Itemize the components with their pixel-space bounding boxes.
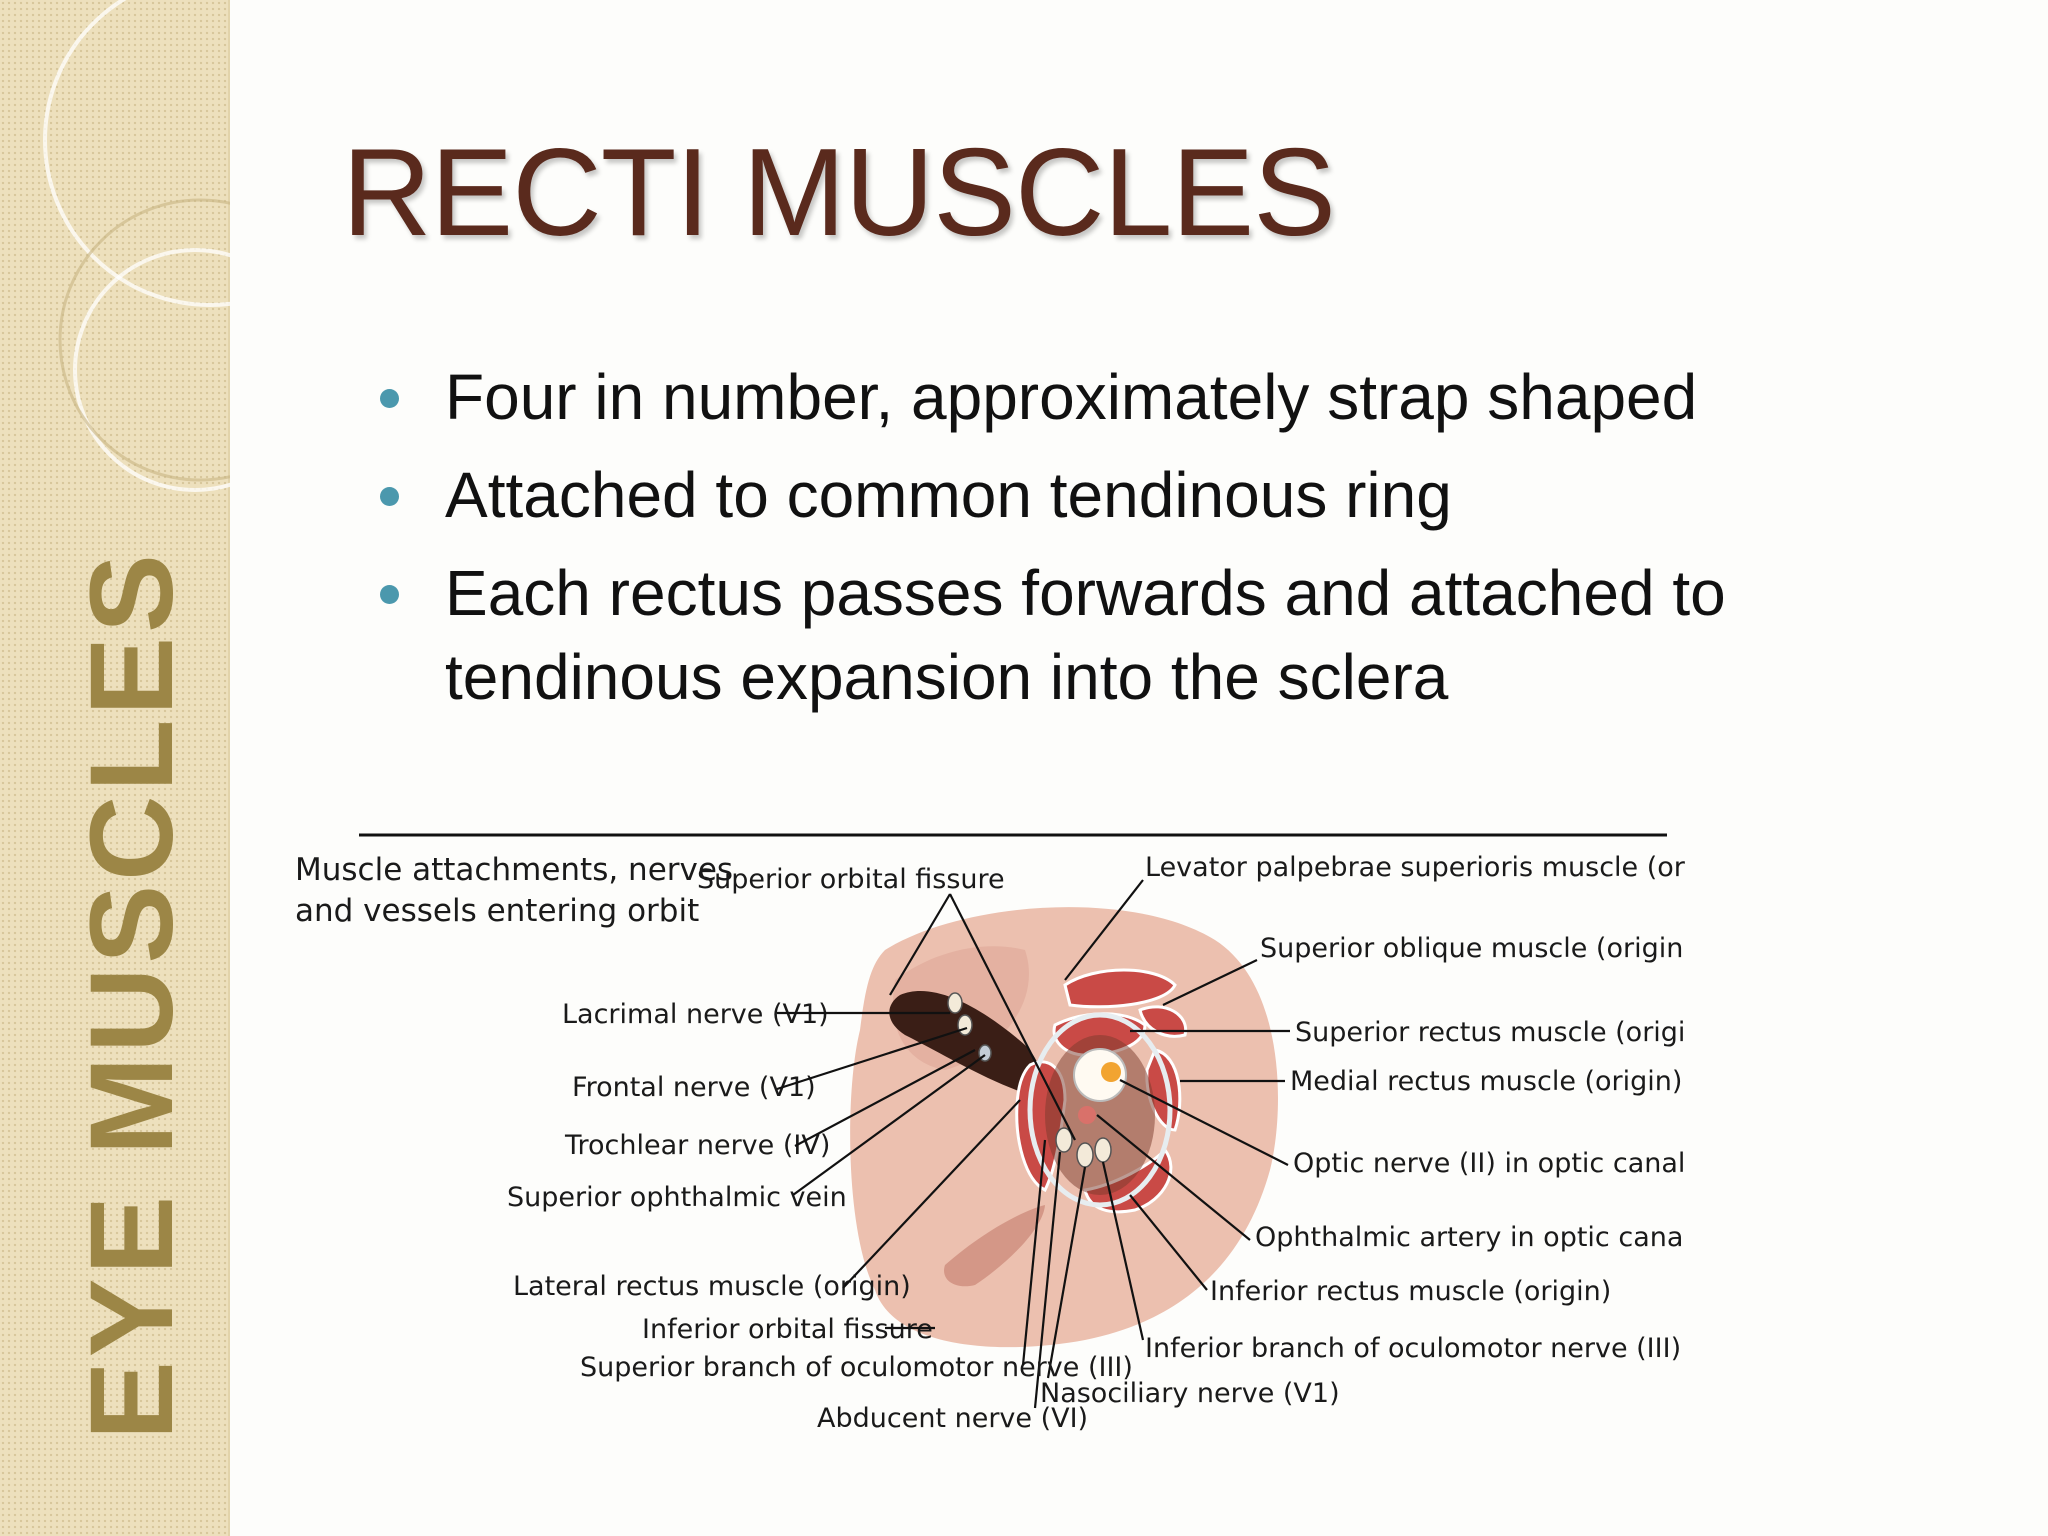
bullet-text: Four in number, approximately strap shap… bbox=[445, 361, 1698, 433]
label-abducent: Abducent nerve (VI) bbox=[817, 1403, 1088, 1434]
label-medial-rectus: Medial rectus muscle (origin) bbox=[1290, 1066, 1682, 1097]
bullet-dot-icon bbox=[380, 585, 399, 604]
bullet-text: Attached to common tendinous ring bbox=[445, 459, 1452, 531]
circle-ornament bbox=[43, 0, 230, 492]
label-inferior-rectus: Inferior rectus muscle (origin) bbox=[1210, 1276, 1611, 1307]
bullet-item: Attached to common tendinous ring bbox=[380, 453, 1880, 537]
label-inferior-branch-oculomotor: Inferior branch of oculomotor nerve (III… bbox=[1145, 1333, 1681, 1364]
label-lacrimal: Lacrimal nerve (V1) bbox=[562, 999, 829, 1030]
label-inferior-orbital-fissure: Inferior orbital fissure bbox=[642, 1314, 933, 1345]
bullet-text: Each rectus passes forwards and attached… bbox=[445, 557, 1726, 713]
slide-title: RECTI MUSCLES bbox=[342, 124, 1336, 262]
label-trochlear: Trochlear nerve (IV) bbox=[564, 1130, 830, 1161]
label-superior-branch-oculomotor: Superior branch of oculomotor nerve (III… bbox=[580, 1352, 1133, 1383]
label-superior-oblique: Superior oblique muscle (origin) bbox=[1260, 933, 1685, 964]
label-superior-rectus: Superior rectus muscle (origin) bbox=[1295, 1017, 1685, 1048]
bullet-item: Four in number, approximately strap shap… bbox=[380, 355, 1880, 439]
label-nasociliary: Nasociliary nerve (V1) bbox=[1040, 1378, 1340, 1409]
orbit-illustration bbox=[850, 907, 1278, 1348]
bullet-list: Four in number, approximately strap shap… bbox=[380, 355, 1880, 733]
side-title: EYE MUSCLES bbox=[66, 550, 198, 1440]
label-optic-nerve: Optic nerve (II) in optic canal bbox=[1293, 1148, 1685, 1179]
bullet-dot-icon bbox=[380, 487, 399, 506]
orbit-diagram: Muscle attachments, nerves and vessels e… bbox=[295, 833, 1685, 1434]
figure-caption-line1: Muscle attachments, nerves bbox=[295, 852, 733, 888]
bullet-item: Each rectus passes forwards and attached… bbox=[380, 551, 1880, 719]
label-superior-ophthalmic-vein: Superior ophthalmic vein bbox=[507, 1182, 847, 1213]
label-ophthalmic-artery: Ophthalmic artery in optic canal bbox=[1255, 1222, 1685, 1253]
figure-caption-line2: and vessels entering orbit bbox=[295, 893, 699, 929]
label-lateral-rectus: Lateral rectus muscle (origin) bbox=[513, 1271, 911, 1302]
bullet-dot-icon bbox=[380, 389, 399, 408]
label-levator: Levator palpebrae superioris muscle (ori… bbox=[1145, 852, 1685, 883]
decorative-sidebar: EYE MUSCLES bbox=[0, 0, 230, 1536]
label-frontal: Frontal nerve (V1) bbox=[572, 1072, 816, 1103]
label-superior-orbital-fissure: Superior orbital fissure bbox=[697, 864, 1005, 895]
